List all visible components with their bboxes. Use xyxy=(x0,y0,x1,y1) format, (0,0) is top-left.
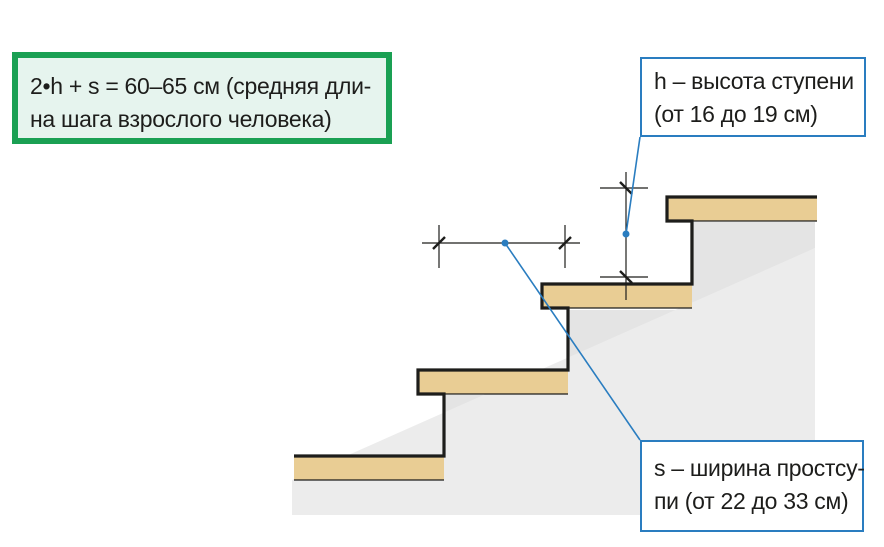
height-leader-dot xyxy=(622,230,630,238)
formula-line-2: на шага взрослого человека) xyxy=(30,106,332,132)
width-callout-line-2: пи (от 22 до 33 см) xyxy=(654,488,849,514)
width-callout: s – ширина простсу- пи (от 22 до 33 см) xyxy=(640,440,865,532)
stair-profile-outline xyxy=(294,195,817,458)
height-callout-line-2: (от 16 до 19 см) xyxy=(654,101,818,127)
tread-1 xyxy=(294,456,444,480)
tread-4 xyxy=(667,197,817,221)
width-leader-line xyxy=(504,242,641,441)
height-leader-line xyxy=(625,136,641,235)
width-dimension xyxy=(422,225,580,268)
formula-line-1: 2•h + s = 60–65 см (средняя дли- xyxy=(30,73,372,99)
height-callout: h – высота ступени (от 16 до 19 см) xyxy=(640,57,866,137)
width-leader-dot xyxy=(501,239,509,247)
formula-box: 2•h + s = 60–65 см (средняя дли- на шага… xyxy=(12,52,392,144)
tread-2 xyxy=(418,370,568,394)
height-callout-line-1: h – высота ступени xyxy=(654,68,854,94)
tread-3 xyxy=(542,284,692,308)
width-callout-line-1: s – ширина простсу- xyxy=(654,455,865,481)
